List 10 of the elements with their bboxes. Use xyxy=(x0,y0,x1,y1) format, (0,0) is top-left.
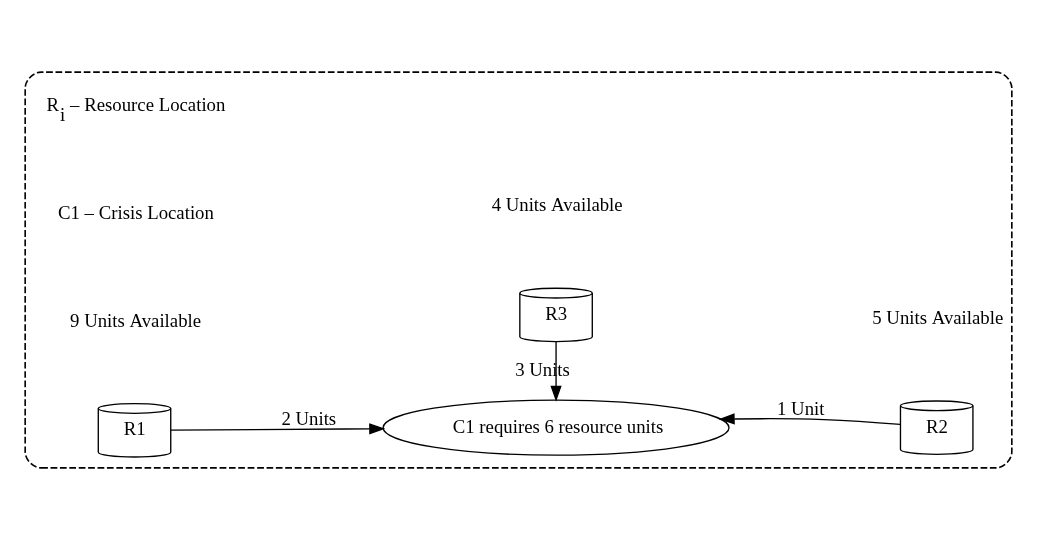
arrow xyxy=(718,413,901,426)
cluster xyxy=(24,71,1013,469)
node-ellipse: C1 requires 6 resource units xyxy=(382,399,730,456)
node-label: 9 Units Available xyxy=(70,309,202,331)
node-label: 4 Units Available xyxy=(491,194,623,216)
edge-label: 2 Units xyxy=(281,408,337,430)
edge-label: 1 Unit xyxy=(777,397,825,419)
label: C1 – Crisis Location xyxy=(58,202,214,224)
node-label: 5 Units Available xyxy=(872,306,1004,328)
arrow xyxy=(170,423,386,435)
